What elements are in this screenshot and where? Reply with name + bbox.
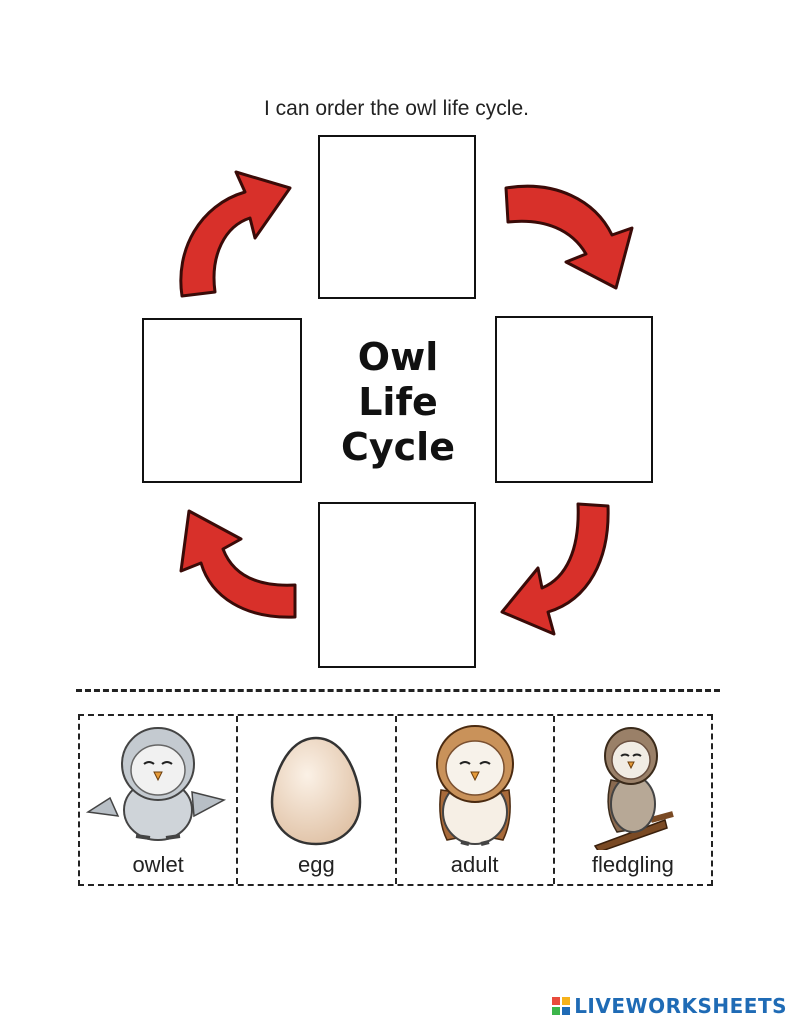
drop-box-right[interactable] <box>495 316 653 483</box>
cut-line <box>76 689 720 692</box>
card-strip: owlet egg adult <box>78 714 713 886</box>
drop-box-left[interactable] <box>142 318 302 483</box>
fledgling-icon <box>555 720 712 850</box>
center-title-line: Owl <box>320 335 476 380</box>
brand-name: LIVEWORKSHEETS <box>574 994 787 1018</box>
center-title: Owl Life Cycle <box>320 335 476 470</box>
card-label: adult <box>397 852 553 878</box>
drop-box-top[interactable] <box>318 135 476 299</box>
card-fledgling[interactable]: fledgling <box>555 716 711 884</box>
liveworksheets-logo-icon <box>552 997 570 1015</box>
card-label: owlet <box>80 852 236 878</box>
center-title-line: Life <box>320 380 476 425</box>
owlet-icon <box>80 720 237 850</box>
card-adult[interactable]: adult <box>397 716 555 884</box>
card-owlet[interactable]: owlet <box>80 716 238 884</box>
center-title-line: Cycle <box>320 425 476 470</box>
card-label: fledgling <box>555 852 711 878</box>
arrow-bottom-right-icon <box>498 500 613 640</box>
arrow-top-right-icon <box>500 180 645 295</box>
brand-watermark: LIVEWORKSHEETS <box>552 994 787 1018</box>
adult-owl-icon <box>397 720 554 850</box>
drop-box-bottom[interactable] <box>318 502 476 668</box>
card-label: egg <box>238 852 394 878</box>
egg-icon <box>238 720 395 850</box>
arrow-bottom-left-icon <box>165 505 300 623</box>
instruction-text: I can order the owl life cycle. <box>0 97 793 121</box>
arrow-top-left-icon <box>170 160 300 300</box>
card-egg[interactable]: egg <box>238 716 396 884</box>
